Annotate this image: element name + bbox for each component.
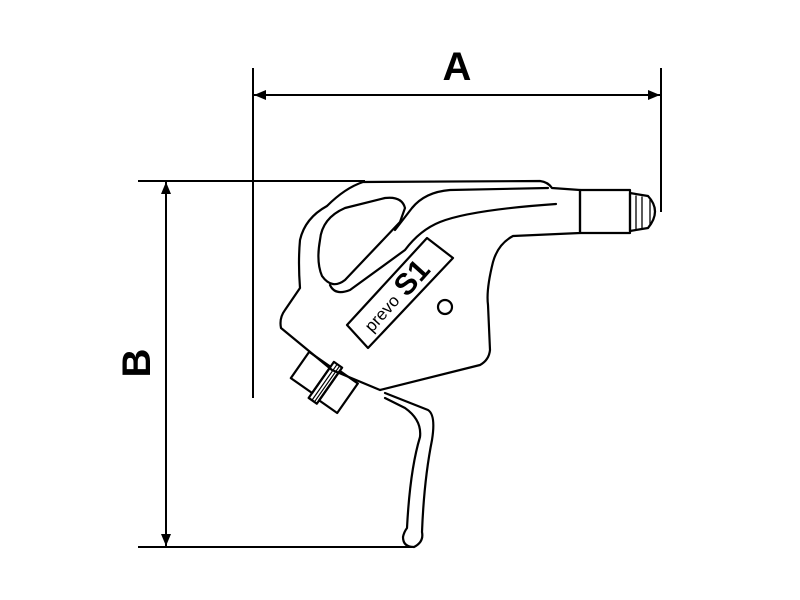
logo-mark: S1: [388, 253, 437, 302]
dimension-a: A: [252, 45, 662, 398]
air-inlet-connector: [289, 350, 359, 415]
blow-gun: prevo S1: [279, 179, 657, 549]
barrel-contour: [328, 202, 558, 294]
pivot-pin: [436, 298, 454, 316]
dimension-label-b: B: [115, 349, 159, 378]
nozzle-knurl: [635, 195, 651, 231]
barrel-top-contour: [393, 186, 550, 232]
logo-text: prevo: [361, 291, 404, 335]
grip-slot: [317, 196, 407, 286]
dimension-label-a: A: [443, 45, 472, 89]
logo-badge-frame: [345, 236, 455, 350]
dimension-b: B: [115, 180, 412, 548]
trigger-lever: [383, 391, 435, 549]
nozzle-tip: [628, 191, 657, 233]
gun-body-outline: [279, 179, 582, 392]
nozzle-body: [578, 188, 632, 235]
